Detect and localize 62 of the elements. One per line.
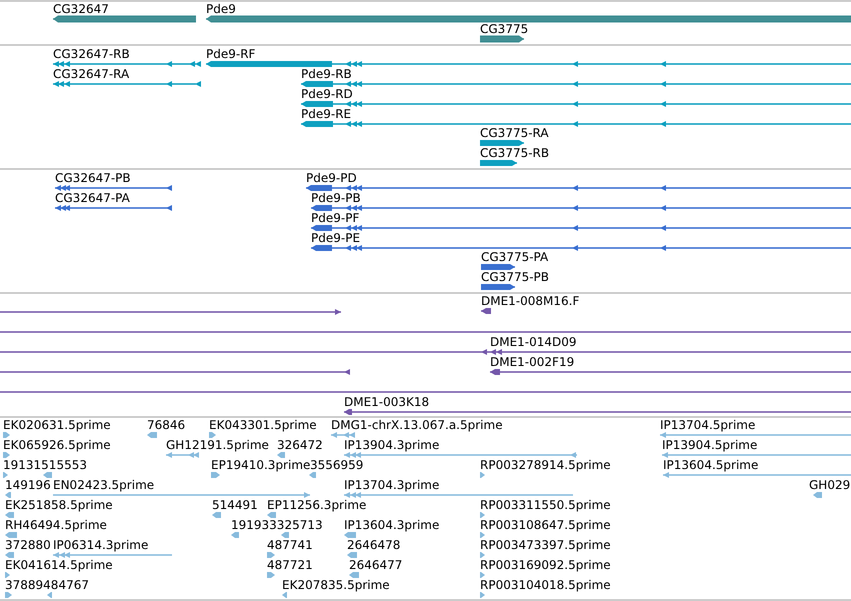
- feature-label: CG32647: [53, 3, 109, 16]
- feature-label: 372880: [5, 539, 51, 552]
- feature-label: Pde9: [206, 3, 236, 16]
- feature-label: Pde9-RB: [301, 68, 352, 81]
- feature-label: IP13904.3prime: [344, 439, 440, 452]
- feature-label: 487721: [267, 559, 313, 572]
- feature-label: DME1-002F19: [490, 356, 574, 369]
- feature-label: 3556959: [310, 459, 364, 472]
- feature-label: 2646477: [349, 559, 402, 572]
- feature-label: DME1-014D09: [490, 336, 577, 349]
- feature-label: RP003108647.5prime: [480, 519, 611, 532]
- feature-label: CG3775-RB: [480, 147, 550, 160]
- feature-label: EK065926.5prime: [3, 439, 111, 452]
- feature-label: Pde9-PF: [311, 212, 360, 225]
- feature-label: CG3775-RA: [480, 127, 549, 140]
- feature-label: DME1-008M16.F: [481, 295, 580, 308]
- feature-label: IP13604.3prime: [344, 519, 440, 532]
- feature-label: RH46494.5prime: [5, 519, 107, 532]
- feature-label: CG3775: [480, 23, 528, 36]
- feature-label: RP003311550.5prime: [480, 499, 611, 512]
- feature-label: 191933325713: [231, 519, 323, 532]
- feature-label: 487741: [267, 539, 313, 552]
- feature-label: 76846: [147, 419, 186, 432]
- feature-label: DME1-003K18: [344, 396, 430, 409]
- feature-label: 37889484767: [5, 579, 89, 592]
- feature-label: CG32647-RB: [53, 48, 130, 61]
- feature-label: CG32647-PA: [55, 192, 130, 205]
- feature-label: Pde9-RD: [301, 88, 353, 101]
- feature-label: EK207835.5prime: [282, 579, 390, 592]
- feature-label: RP003104018.5prime: [480, 579, 611, 592]
- feature-label: IP13904.5prime: [662, 439, 758, 452]
- feature-label: Pde9-PE: [311, 232, 360, 245]
- feature-label: EK041614.5prime: [5, 559, 113, 572]
- feature-label: EP19410.3prime: [211, 459, 310, 472]
- feature-label: 326472: [277, 439, 323, 452]
- feature-label: RP003473397.5prime: [480, 539, 611, 552]
- feature-label: IP13604.5prime: [663, 459, 758, 472]
- feature-label: CG3775-PA: [481, 251, 548, 264]
- feature-label: DMG1-chrX.13.067.a.5prime: [331, 419, 503, 432]
- feature-label: RP003169092.5prime: [480, 559, 611, 572]
- feature-label: Pde9-RE: [301, 108, 352, 121]
- feature-label: CG32647-RA: [53, 68, 130, 81]
- feature-label: Pde9-PB: [311, 192, 361, 205]
- feature-label: CG3775-PB: [481, 271, 550, 284]
- feature-label: GH029: [809, 479, 850, 492]
- feature-label: CG32647-PB: [55, 172, 131, 185]
- feature-label: IP13704.5prime: [660, 419, 756, 432]
- feature-label: EK020631.5prime: [3, 419, 111, 432]
- feature-label: EN02423.5prime: [53, 479, 154, 492]
- feature-label: Pde9-RF: [206, 48, 256, 61]
- feature-label: EK043301.5prime: [209, 419, 317, 432]
- feature-label: IP06314.3prime: [53, 539, 148, 552]
- feature-label: GH12191.5prime: [166, 439, 269, 452]
- feature-label: EP11256.3prime: [267, 499, 366, 512]
- feature-label: 149196: [5, 479, 51, 492]
- feature-label: 514491: [212, 499, 258, 512]
- feature-label: EK251858.5prime: [5, 499, 113, 512]
- feature-label: IP13704.3prime: [344, 479, 440, 492]
- feature-label: 19131515553: [3, 459, 87, 472]
- feature-label: RP003278914.5prime: [480, 459, 611, 472]
- feature-label: Pde9-PD: [306, 172, 357, 185]
- feature-label: 2646478: [347, 539, 400, 552]
